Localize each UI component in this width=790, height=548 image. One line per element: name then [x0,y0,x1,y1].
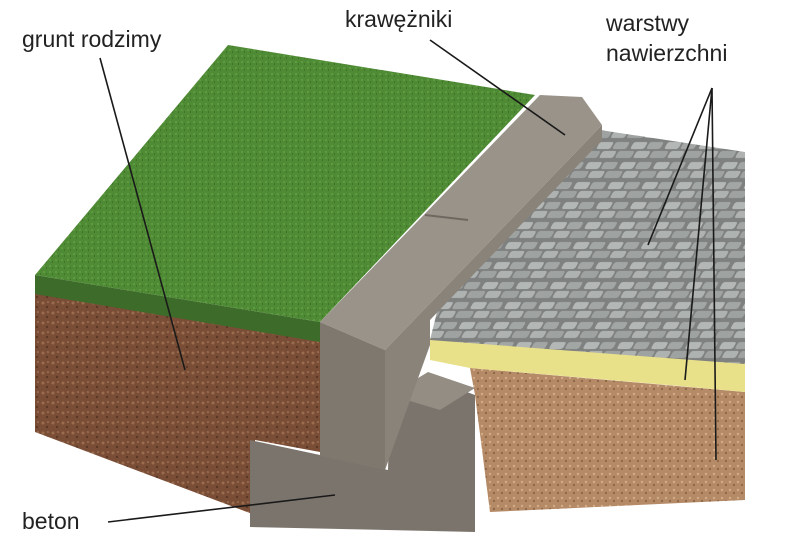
grass-edge [35,275,320,342]
curb-front [320,322,385,470]
curb-joint [424,214,469,221]
label-curbs: krawężniki [345,6,453,32]
label-surface-layers-line2: nawierzchni [606,40,728,66]
concrete-foundation [250,378,475,532]
leader-lines [99,39,717,523]
gravel-layer [470,368,745,512]
curb-inner-side [385,125,602,470]
sand-layer [430,338,745,392]
label-surface-layers-line1: warstwy [606,10,690,36]
curb-top [320,95,602,350]
grass-top [35,45,535,322]
native-soil-front [35,290,320,515]
label-native-soil: grunt rodzimy [22,26,162,52]
concrete-top [390,372,475,410]
cobblestone-surface [430,130,745,364]
label-concrete: beton [22,508,80,534]
